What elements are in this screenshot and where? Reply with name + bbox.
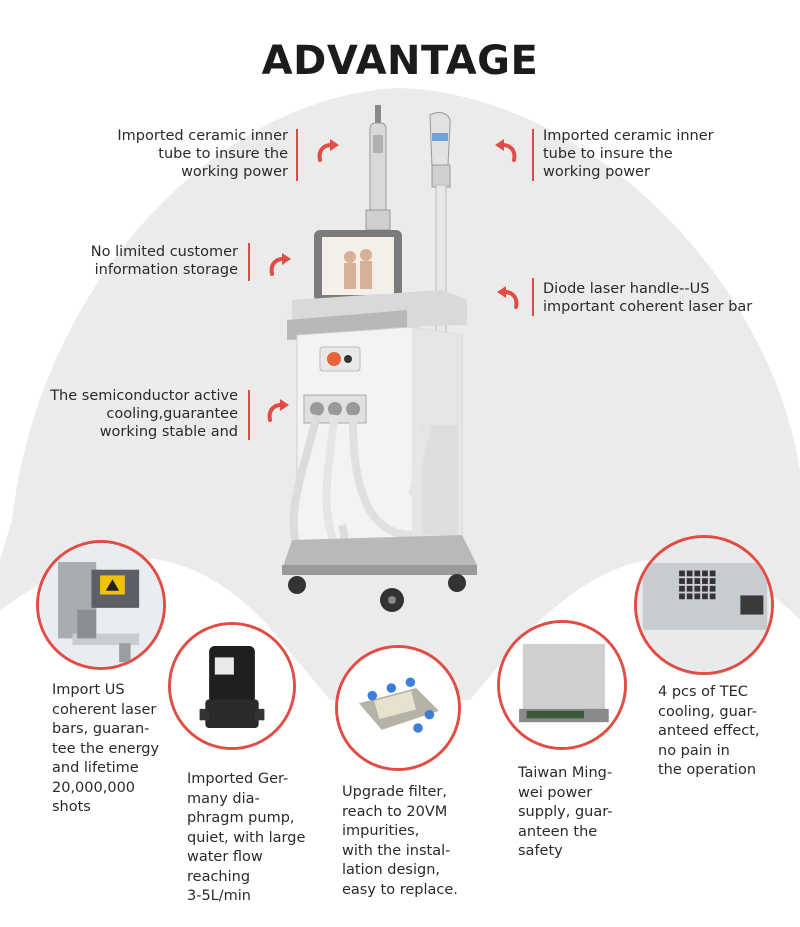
curved-arrow-icon (267, 399, 289, 422)
callout-line: cooling,guarantee (106, 406, 238, 422)
laser-machine-illustration (282, 105, 477, 612)
callout-divider (532, 129, 534, 181)
callout-divider (248, 390, 250, 440)
page-title: ADVANTAGE (261, 38, 539, 84)
callout-divider (248, 243, 250, 281)
feature-caption-laser-bar: Import US coherent laser bars, guaran- t… (52, 682, 160, 815)
feature-caption-power-supply: Taiwan Ming- wei power supply, guar- ant… (518, 765, 613, 859)
callout-divider (296, 129, 298, 181)
callout-divider (532, 278, 534, 316)
feature-caption-filter: Upgrade filter, reach to 20VM impurities… (342, 784, 458, 898)
callout-right-mid: Diode laser handle--US important coheren… (543, 280, 793, 316)
feature-image-power-supply (497, 620, 627, 750)
callout-left-top: Imported ceramic inner tube to insure th… (60, 127, 288, 181)
callout-line: working stable and (99, 424, 238, 440)
callout-line: information storage (94, 262, 238, 278)
power-supply-icon (500, 623, 624, 747)
feature-caption-water-pump: Imported Ger- many dia- phragm pump, qui… (187, 771, 306, 904)
curved-arrow-icon (495, 139, 517, 162)
filter-icon (338, 648, 458, 768)
callout-line: The semiconductor active (50, 388, 238, 404)
laser-bar-icon (39, 543, 163, 667)
curved-arrow-icon (317, 139, 339, 162)
tec-cooler-icon (637, 538, 771, 672)
callout-line: tube to insure the (543, 146, 673, 162)
curved-arrow-icon (269, 253, 291, 276)
callout-left-bottom: The semiconductor active cooling,guarant… (20, 387, 238, 441)
callout-line: Imported ceramic inner (543, 128, 714, 144)
feature-caption-tec-cooler: 4 pcs of TEC cooling, guar- anteed effec… (658, 684, 760, 778)
callout-line: important coherent laser bar (543, 299, 753, 315)
callout-line: Diode laser handle--US (543, 281, 710, 297)
water-pump-icon (171, 625, 293, 747)
feature-image-tec-cooler (634, 535, 774, 675)
callout-line: working power (181, 164, 288, 180)
callout-line: No limited customer (90, 244, 238, 260)
feature-image-filter (335, 645, 461, 771)
curved-arrow-icon (497, 286, 519, 309)
feature-image-laser-bar (36, 540, 166, 670)
callout-line: working power (543, 164, 650, 180)
feature-image-water-pump (168, 622, 296, 750)
callout-line: tube to insure the (158, 146, 288, 162)
callout-right-top: Imported ceramic inner tube to insure th… (543, 127, 773, 181)
callout-left-mid: No limited customer information storage (40, 243, 238, 279)
callout-line: Imported ceramic inner (117, 128, 288, 144)
